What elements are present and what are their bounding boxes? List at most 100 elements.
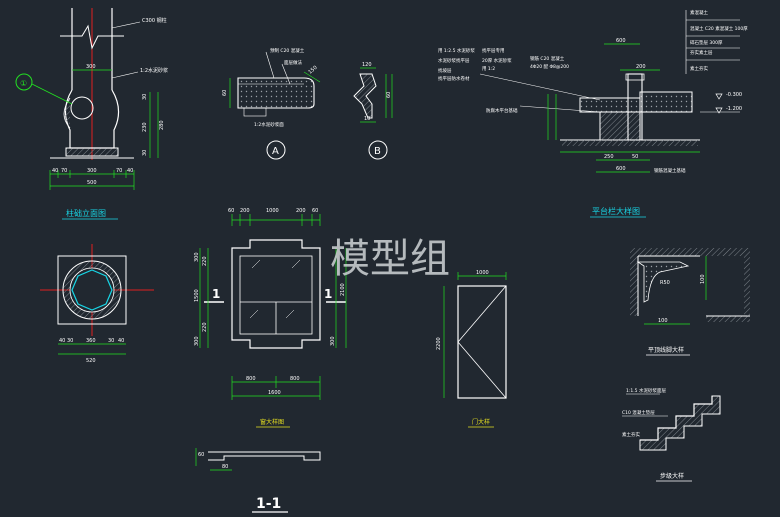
platform-note-right-2: 混凝土 C20 素混凝土 100厚 <box>690 25 748 32</box>
platform-level-2: -1.200 <box>726 106 742 112</box>
detail-a-label: A <box>272 146 279 157</box>
corner-dim-2: 100 <box>700 274 706 284</box>
plan-dim-3: 360 <box>86 338 96 344</box>
platform-note-rebar-1: 钢筋 C20 混凝土 <box>530 55 565 62</box>
window-dim-left-2: 220 <box>202 256 208 266</box>
plan-dim-2: 30 <box>67 338 73 344</box>
window-dim-top-1: 60 <box>228 208 234 214</box>
platform-note-rebar-2: 4Φ20 配 Φ8@200 <box>530 64 569 70</box>
detail-a-note-2: 面层做法 <box>284 59 302 66</box>
dim-right-3: 280 <box>159 120 165 130</box>
window-dim-left-5: 300 <box>194 336 200 346</box>
window-dim-right-1: 2100 <box>340 283 346 296</box>
dim-total: 500 <box>87 180 97 186</box>
platform-note-left-1: 用 1:2.5 水泥砂浆 <box>438 47 475 54</box>
section-marker-left: 1 <box>212 287 220 301</box>
detail-b-dim-bottom: 10 <box>364 116 370 122</box>
dim-bottom-3: 300 <box>87 168 97 174</box>
detail-b-dim-top: 120 <box>362 62 372 68</box>
section-marker-right: 1 <box>324 287 332 301</box>
note-column-top: C300 钢柱 <box>142 17 167 24</box>
platform-note-mid-1: 20厚 水泥砂浆 <box>482 57 512 64</box>
platform-note-left-4: 找平层防水卷材 <box>438 75 470 82</box>
window-dim-top-3: 1000 <box>266 208 279 214</box>
column-elevation-title: 柱础立面图 <box>66 208 106 218</box>
callout-circle <box>15 73 33 91</box>
platform-note-right-5: 素土夯实 <box>690 65 708 72</box>
platform-dim-bottom-2: 50 <box>632 154 638 160</box>
platform-level-1: -0.300 <box>726 92 742 98</box>
column-elevation: ① C300 钢柱 1:2水泥砂浆 300 30 230 280 30 40 7… <box>15 8 168 220</box>
door-detail-title: 门大样 <box>472 418 490 426</box>
window-detail-title: 窗大样图 <box>260 418 284 426</box>
detail-b: 120 60 10 B <box>353 62 393 160</box>
platform-detail: 用 1:2.5 水泥砂浆 水泥砂浆找平层 找坡层 找平层防水卷材 找平层专用 2… <box>438 9 748 218</box>
window-dim-left-3: 1500 <box>194 289 200 302</box>
plan-dim-5: 40 <box>118 338 124 344</box>
dim-column-width: 300 <box>86 64 96 70</box>
window-dim-top-4: 200 <box>296 208 306 214</box>
detail-a-note-3: 1:2水泥砂浆面 <box>254 121 284 128</box>
detail-a: 预制 C20 混凝土 面层做法 1:2水泥砂浆面 60 150 A <box>222 47 321 160</box>
door-detail: 1000 2200 门大样 <box>436 270 507 428</box>
plan-dim-4: 30 <box>108 338 114 344</box>
window-dim-bottom-1: 800 <box>246 376 256 382</box>
corner-dim-3: 100 <box>658 318 668 324</box>
stair-note-3: 素土夯实 <box>622 431 640 438</box>
note-column-mid: 1:2水泥砂浆 <box>140 67 168 74</box>
window-dim-left-1: 300 <box>194 252 200 262</box>
dim-bottom-5: 40 <box>127 168 133 174</box>
window-dim-left-4: 220 <box>202 322 208 332</box>
stair-note-1: 1:1.5 水泥砂浆面层 <box>626 387 666 394</box>
platform-note-right-4: 夯实素土层 <box>690 49 713 56</box>
dim-bottom-1: 40 <box>52 168 58 174</box>
dim-right-1: 30 <box>142 94 148 100</box>
detail-a-dim-left: 60 <box>222 90 228 96</box>
window-detail: 1 1 60 200 1000 200 60 300 220 1500 220 … <box>194 208 347 513</box>
dim-right-4: 30 <box>142 150 148 156</box>
detail-b-label: B <box>374 146 381 157</box>
corner-detail-title: 平顶线脚大样 <box>648 346 684 354</box>
platform-note-left-5: 找平层专用 <box>482 47 505 54</box>
section-title: 1-1 <box>256 496 281 512</box>
platform-dim-bottom-total: 600 <box>616 166 626 172</box>
watermark: 模型组 <box>330 236 450 282</box>
window-dim-top-2: 200 <box>240 208 250 214</box>
dim-bottom-2: 70 <box>61 168 67 174</box>
corner-detail: R50 100 100 平顶线脚大样 <box>630 248 750 356</box>
platform-detail-title: 平台栏大样图 <box>592 206 640 216</box>
window-dim-bottom-2: 800 <box>290 376 300 382</box>
platform-note-low: 防腐木平台基础 <box>486 107 518 114</box>
section-dim-1: 60 <box>198 452 204 458</box>
stair-detail: 1:1.5 水泥砂浆面层 C10 混凝土垫层 素土夯实 步级大样 <box>622 387 721 482</box>
window-dim-total: 1600 <box>268 390 281 396</box>
platform-dim-top: 600 <box>616 38 626 44</box>
stair-note-2: C10 混凝土垫层 <box>622 409 655 416</box>
platform-dim-bottom-1: 250 <box>604 154 614 160</box>
platform-note-right-3: 碎石垫层 300厚 <box>690 39 723 46</box>
door-dim-top: 1000 <box>476 270 489 276</box>
window-dim-top-5: 60 <box>312 208 318 214</box>
detail-b-dim-right: 60 <box>386 92 392 98</box>
platform-note-mid-2: 用 1:2 <box>482 66 495 72</box>
dim-bottom-4: 70 <box>116 168 122 174</box>
window-dim-right-2: 300 <box>330 336 336 346</box>
callout-label: ① <box>20 79 27 88</box>
section-dim-2: 80 <box>222 464 228 470</box>
detail-a-note-1: 预制 C20 混凝土 <box>270 47 305 54</box>
platform-note-left-2: 水泥砂浆找平层 <box>438 57 470 64</box>
stair-detail-title: 步级大样 <box>660 472 684 480</box>
door-dim-left: 2200 <box>436 337 442 350</box>
dim-right-2: 230 <box>142 122 148 132</box>
platform-note-left-3: 找坡层 <box>438 67 452 74</box>
plan-dim-total: 520 <box>86 358 96 364</box>
platform-dim-second: 200 <box>636 64 646 70</box>
platform-note-bottom: 钢筋混凝土基础 <box>654 167 686 174</box>
plan-dim-1: 40 <box>59 338 65 344</box>
corner-dim-1: R50 <box>660 280 670 286</box>
detail-a-dim-slope: 150 <box>307 65 318 76</box>
platform-note-right-1: 素混凝土 <box>690 9 708 16</box>
column-plan: 40 30 360 30 40 520 <box>40 244 154 364</box>
